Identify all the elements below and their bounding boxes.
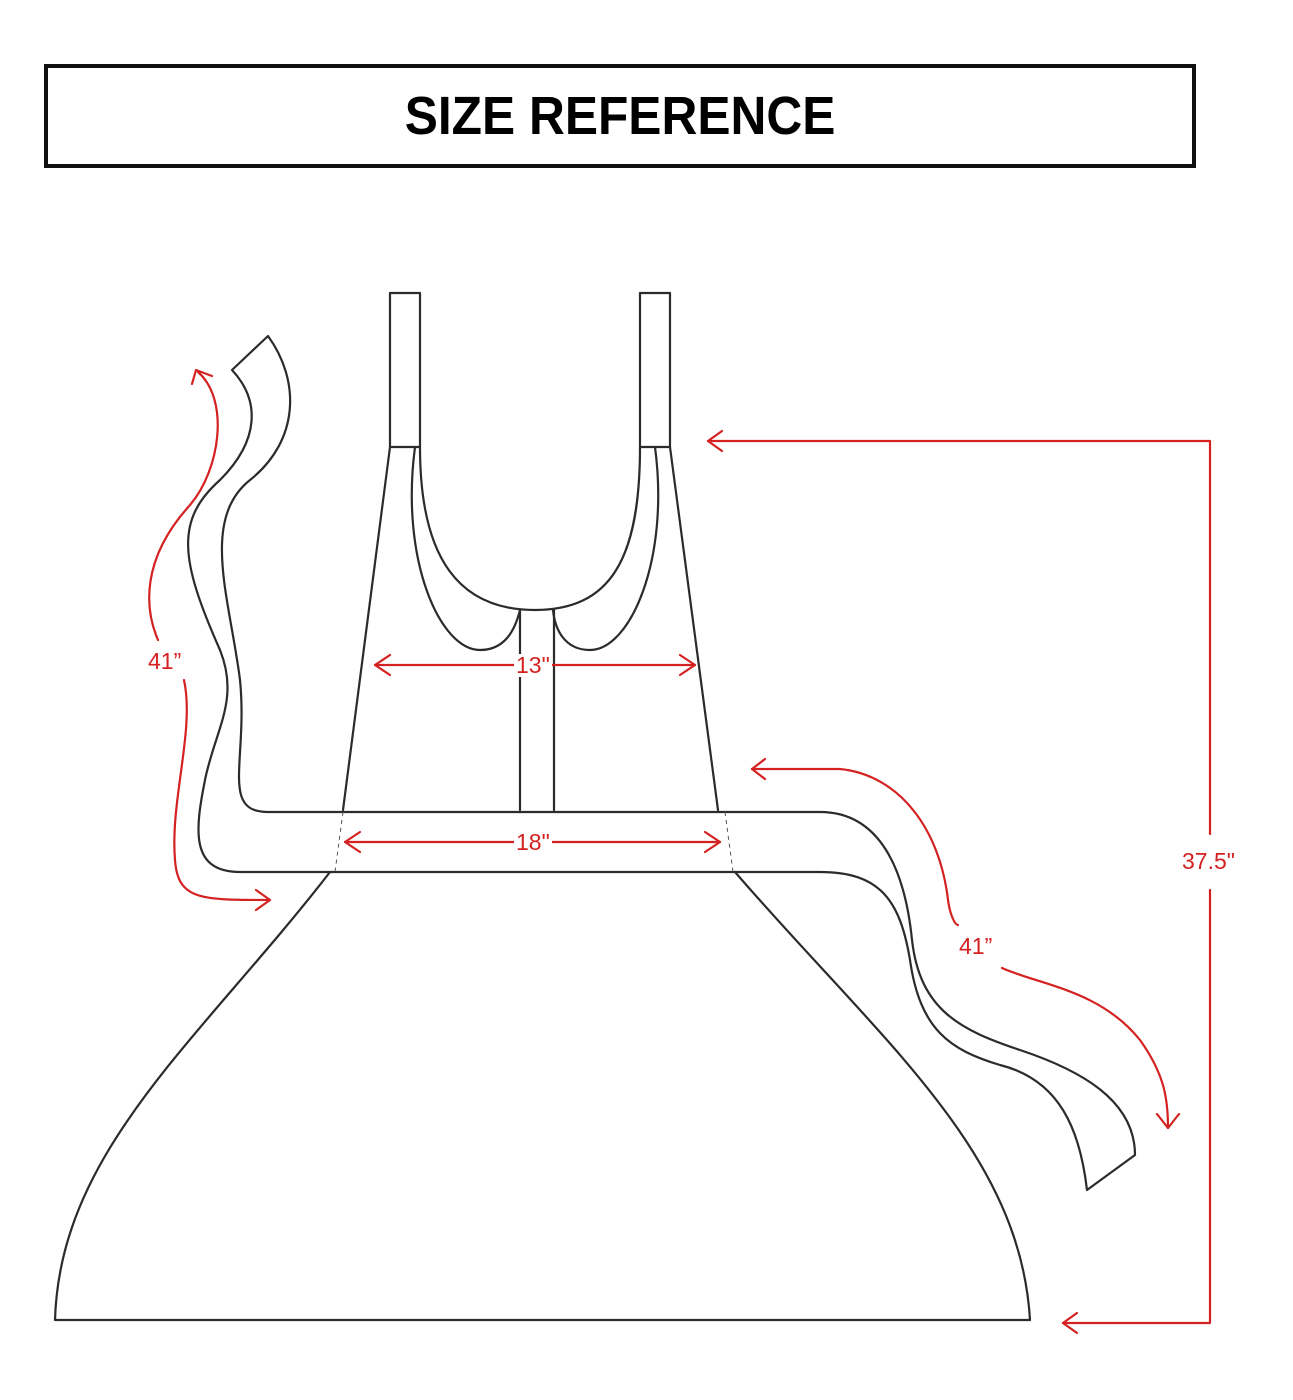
arrowhead-up-icon	[190, 368, 214, 386]
arrowhead-right-icon	[678, 653, 697, 677]
waistband-top-and-ties	[187, 334, 1137, 1192]
neck-strap-right	[638, 291, 672, 449]
arrowhead-left-icon	[1061, 1311, 1079, 1335]
arrowhead-left-icon	[706, 429, 724, 453]
arrowhead-right-icon	[254, 888, 272, 912]
waistband-seam-right	[724, 811, 734, 873]
total-length-dimension-line-upper	[706, 439, 1212, 836]
left-tie-dimension-line-upper	[148, 370, 219, 642]
chest-width-label: 13"	[514, 652, 552, 678]
arrowhead-left-icon	[750, 757, 767, 781]
right-tie-dimension-line-lower	[1000, 966, 1170, 1130]
left-tie-length-label: 41”	[146, 648, 184, 674]
arrowhead-right-icon	[703, 830, 722, 854]
right-tie-length-label: 41”	[957, 933, 995, 959]
waist-width-label: 18"	[514, 829, 552, 855]
bib-outer-right	[668, 445, 720, 812]
right-tie-dimension-line-upper	[750, 767, 960, 927]
arrowhead-left-icon	[373, 653, 392, 677]
left-tie-dimension-line-lower	[173, 678, 272, 902]
title-box: SIZE REFERENCE	[44, 64, 1196, 168]
total-length-label: 37.5"	[1180, 848, 1237, 874]
bib-neckline	[418, 445, 642, 612]
bib-scallop-left	[410, 445, 522, 652]
apron-outline	[53, 291, 1137, 1322]
bib-scallop-right	[551, 445, 660, 652]
skirt	[53, 870, 1032, 1322]
page-title: SIZE REFERENCE	[404, 86, 836, 146]
arrowhead-down-icon	[1155, 1112, 1181, 1130]
neck-strap-left	[388, 291, 422, 449]
total-length-dimension-line-lower	[1061, 888, 1212, 1325]
waistband-seam-left	[334, 811, 344, 873]
arrowhead-left-icon	[343, 830, 362, 854]
bib-outer-left	[341, 445, 392, 812]
